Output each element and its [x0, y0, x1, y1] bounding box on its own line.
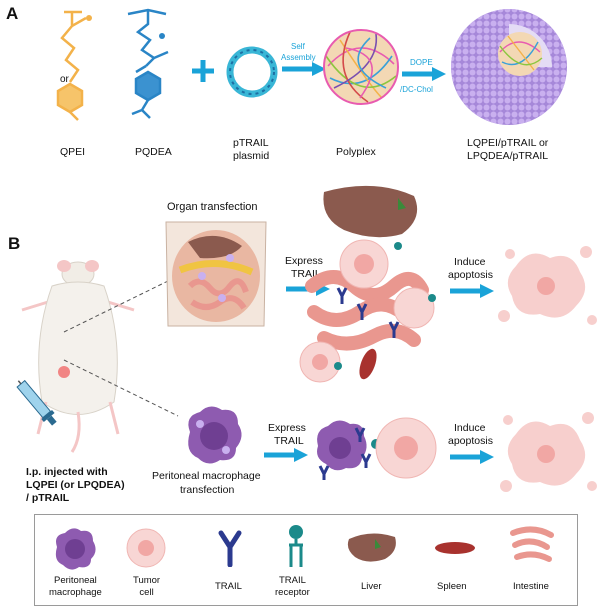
organ-tumor-scene: [299, 185, 436, 383]
apoptosis-arrow-2: [450, 450, 494, 464]
polyplex-label: Polyplex: [336, 146, 376, 158]
legend-spleen-label: Spleen: [437, 581, 467, 592]
plasmid-label-1: pTRAIL: [233, 137, 269, 149]
induce-apoptosis-1-line1: Induce: [454, 256, 486, 268]
express-trail-1-line1: Express: [285, 255, 323, 267]
legend-intestine-icon: [510, 526, 554, 562]
induce-apoptosis-1-line2: apoptosis: [448, 269, 493, 281]
apoptotic-cells-1: [498, 246, 597, 325]
induce-arrow-1: [452, 264, 496, 278]
self-label-2: Assembly: [281, 53, 316, 62]
callout-lines: [63, 279, 179, 417]
legend-trail-icon: [218, 530, 242, 567]
macrophage-label-1: Peritoneal macrophage: [152, 470, 261, 482]
organ-transfection-label: Organ transfection: [167, 201, 258, 213]
pqdea-structure: [127, 8, 169, 119]
express-trail-2-line1: Express: [268, 422, 306, 434]
injection-label-2: LQPEI (or LPQDEA): [26, 479, 125, 491]
polyplex-icon: [323, 29, 399, 105]
injection-label-1: I.p. injected with: [26, 466, 108, 478]
macrophage-tumor-interaction: [317, 417, 437, 480]
self-assembly-arrow: [282, 62, 326, 76]
express-trail-2-line2: TRAIL: [274, 435, 304, 447]
liposome-icon: [451, 9, 567, 125]
injection-label-3: / pTRAIL: [26, 492, 70, 504]
legend-receptor-icon: [289, 525, 303, 567]
express-arrow-2: [264, 448, 308, 462]
panel-a-label: A: [6, 4, 19, 23]
panel-b-label: B: [8, 234, 21, 253]
legend-macrophage-icon: [55, 528, 96, 570]
pqdea-label: PQDEA: [135, 146, 172, 158]
peritoneal-macrophage-icon: [188, 406, 242, 464]
product-label-2: LPQDEA/pTRAIL: [467, 150, 549, 162]
qpei-structure: [56, 10, 92, 121]
plasmid-icon: [226, 46, 278, 98]
induce-apoptosis-2-line2: apoptosis: [448, 435, 493, 447]
plasmid-label-2: plasmid: [233, 150, 270, 162]
dope-label-2: /DC-Chol: [400, 85, 433, 94]
plus-icon: [192, 60, 214, 82]
legend-trail-label: TRAIL: [215, 581, 242, 592]
qpei-label: QPEI: [60, 146, 86, 158]
legend-liver-label: Liver: [361, 581, 382, 592]
organ-cavity-illustration: [165, 221, 267, 327]
apoptotic-cells-2: [500, 412, 597, 492]
legend-tumor-icon: [126, 528, 166, 568]
self-label-1: Self: [291, 42, 305, 51]
induce-apoptosis-2-line1: Induce: [454, 422, 486, 434]
macrophage-label-2: transfection: [180, 484, 235, 496]
legend-spleen-icon: [435, 542, 475, 554]
dope-arrow: [402, 67, 446, 81]
dope-label-1: DOPE: [410, 58, 433, 67]
or-text: or: [60, 74, 69, 85]
product-label-1: LQPEI/pTRAIL or: [467, 137, 549, 149]
legend-intestine-label: Intestine: [513, 581, 549, 592]
apoptosis-arrow-1: [450, 284, 494, 298]
syringe-icon: [16, 379, 57, 426]
legend-liver-icon: [347, 533, 396, 562]
